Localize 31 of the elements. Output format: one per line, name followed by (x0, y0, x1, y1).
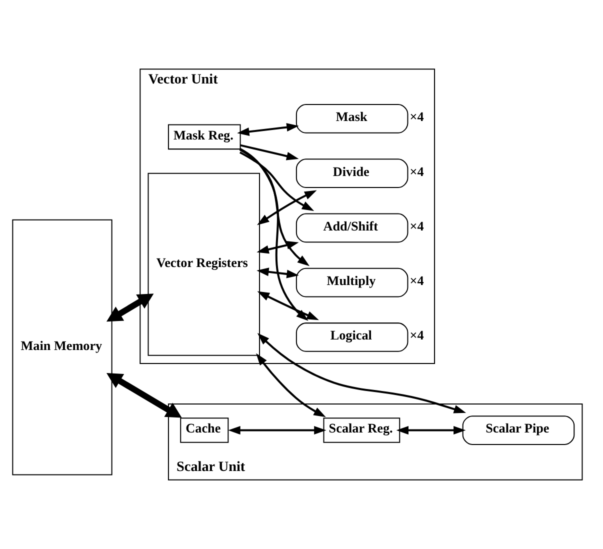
node-box: Mask (296, 104, 408, 134)
node-box: Scalar Pipe (462, 416, 575, 445)
node-label: ×4 (410, 273, 424, 288)
arrow (256, 353, 326, 418)
node-box: Main Memory (12, 219, 112, 476)
node-box: Scalar Reg. (323, 418, 400, 443)
arrow (239, 148, 308, 321)
arrow (256, 241, 299, 254)
node-label: ×4 (410, 109, 424, 124)
arrow (228, 426, 326, 435)
arrow (106, 373, 182, 418)
node-box: Divide (296, 158, 408, 188)
node-box: Cache (180, 418, 229, 443)
arrow (239, 148, 310, 266)
node-label: ×4 (410, 328, 424, 343)
arrow (240, 144, 299, 160)
arrow (237, 123, 299, 136)
node-box: Logical (296, 322, 408, 352)
node-label: ×4 (410, 218, 424, 234)
arrow (239, 151, 314, 212)
node-box: Mask Reg. (168, 124, 241, 150)
arrow (257, 190, 317, 226)
node-box: Multiply (296, 268, 408, 298)
arrow (396, 426, 466, 435)
arrow (256, 268, 299, 278)
node-box: Vector Registers (148, 172, 260, 356)
arrow (257, 332, 466, 414)
node-label: ×4 (410, 164, 424, 179)
arrow (106, 294, 154, 322)
node-box: Add/Shift (296, 213, 408, 243)
arrow (257, 291, 319, 320)
